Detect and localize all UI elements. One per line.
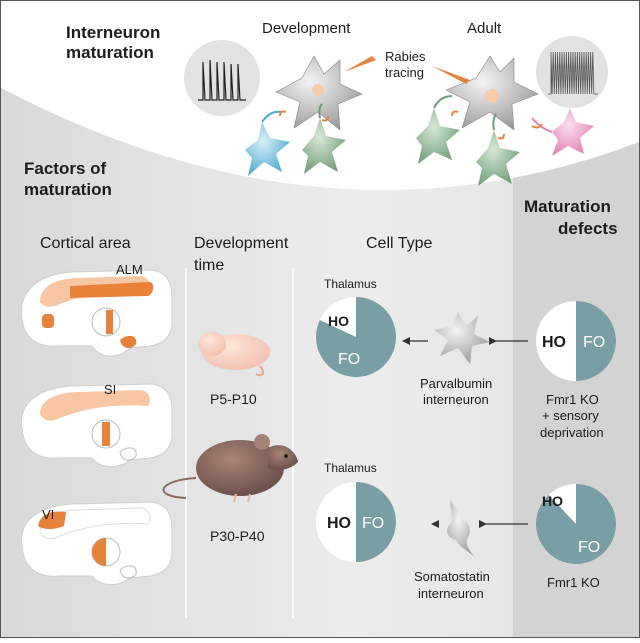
defect-pv-line-2: + sensory bbox=[542, 408, 599, 423]
title-line-1: Interneuron bbox=[66, 23, 160, 42]
column-header-cell-type: Cell Type bbox=[366, 235, 433, 252]
adult-mouse-image bbox=[162, 434, 298, 503]
rabies-label-line-1: Rabies bbox=[385, 49, 426, 64]
age-label-pup: P5-P10 bbox=[210, 391, 257, 407]
pipette-icon bbox=[344, 56, 376, 72]
pie-pv-defect: HO FO bbox=[536, 301, 616, 381]
adult-label: Adult bbox=[467, 20, 502, 37]
development-neuron-cluster bbox=[245, 55, 376, 176]
adult-neuron-cluster bbox=[416, 55, 594, 186]
brain-vi: VI bbox=[21, 501, 173, 585]
cell-type-sst-line-2: interneuron bbox=[418, 586, 484, 601]
brain-label-alm: ALM bbox=[116, 262, 143, 277]
pie-slice-fo bbox=[316, 297, 397, 377]
defects-title-line-2: defects bbox=[558, 219, 618, 238]
blue-axon bbox=[261, 110, 283, 123]
transsynaptic-arrow-icon bbox=[531, 123, 543, 129]
green-presynaptic-neuron bbox=[476, 130, 520, 186]
factors-title-line-1: Factors of bbox=[24, 159, 107, 178]
pie-slice-fo bbox=[536, 484, 617, 564]
neuron-nucleus bbox=[312, 84, 324, 96]
cell-type-pv-line-1: Parvalbumin bbox=[420, 376, 492, 391]
defect-pv-line-3: deprivation bbox=[540, 425, 604, 440]
transsynaptic-arrow-icon bbox=[321, 115, 329, 122]
column-header-development-time-2: time bbox=[194, 257, 224, 274]
rabies-label-line-2: tracing bbox=[385, 65, 424, 80]
somatostatin-neuron-icon bbox=[447, 500, 476, 558]
adult-trace-icon bbox=[536, 36, 608, 108]
defects-title-line-1: Maturation bbox=[524, 197, 611, 216]
pie-label-ho: HO bbox=[328, 313, 349, 329]
transsynaptic-arrow-icon bbox=[451, 110, 459, 117]
development-label: Development bbox=[262, 20, 351, 37]
pie-label-fo: FO bbox=[583, 334, 605, 351]
brain-alm: ALM bbox=[21, 262, 173, 357]
blue-presynaptic-neuron bbox=[245, 122, 290, 176]
neuron-nucleus bbox=[485, 89, 499, 103]
title-line-2: maturation bbox=[66, 43, 154, 62]
column-header-development-time-1: Development bbox=[194, 235, 289, 252]
pie-label-fo: FO bbox=[578, 539, 600, 556]
pipette-icon bbox=[432, 66, 470, 84]
parvalbumin-neuron-icon bbox=[434, 312, 490, 364]
defect-sst-line-1: Fmr1 KO bbox=[547, 575, 600, 590]
pie-sst-thalamus: HO FO bbox=[316, 482, 396, 562]
development-trace-icon bbox=[184, 40, 260, 116]
column-header-cortical-area: Cortical area bbox=[40, 235, 131, 252]
pie-label-fo: FO bbox=[362, 515, 384, 532]
transsynaptic-arrow-icon bbox=[497, 133, 505, 140]
pie-slice-fo bbox=[356, 482, 396, 562]
green-presynaptic-neuron bbox=[416, 108, 460, 164]
pie-label-ho: HO bbox=[327, 515, 351, 532]
pie-slice-fo bbox=[576, 301, 616, 381]
mouse-pup-image bbox=[198, 332, 270, 377]
sst-connectors bbox=[431, 520, 528, 528]
pie-label-ho: HO bbox=[542, 493, 563, 509]
pie-label-ho: HO bbox=[542, 334, 566, 351]
brain-si: SI bbox=[21, 382, 173, 467]
thalamus-label-sst: Thalamus bbox=[324, 461, 377, 475]
age-label-adult: P30-P40 bbox=[210, 528, 265, 544]
pie-sst-defect: HO FO bbox=[536, 484, 617, 564]
green-axon bbox=[433, 95, 453, 109]
green-axon bbox=[318, 103, 323, 119]
pv-connectors bbox=[402, 337, 528, 345]
transsynaptic-arrow-icon bbox=[279, 110, 287, 117]
brain-label-vi: VI bbox=[42, 507, 54, 522]
pie-pv-thalamus: HO FO bbox=[316, 297, 397, 377]
green-presynaptic-neuron bbox=[302, 118, 346, 174]
brain-label-si: SI bbox=[104, 382, 116, 397]
pink-presynaptic-neuron bbox=[552, 108, 594, 156]
cell-type-pv-line-2: interneuron bbox=[423, 392, 489, 407]
green-axon bbox=[492, 113, 497, 131]
factors-title-line-2: maturation bbox=[24, 180, 112, 199]
thalamus-label-pv: Thalamus bbox=[324, 277, 377, 291]
defect-pv-line-1: Fmr1 KO bbox=[546, 392, 599, 407]
pie-label-fo: FO bbox=[338, 351, 360, 368]
cell-type-sst-line-1: Somatostatin bbox=[414, 569, 490, 584]
